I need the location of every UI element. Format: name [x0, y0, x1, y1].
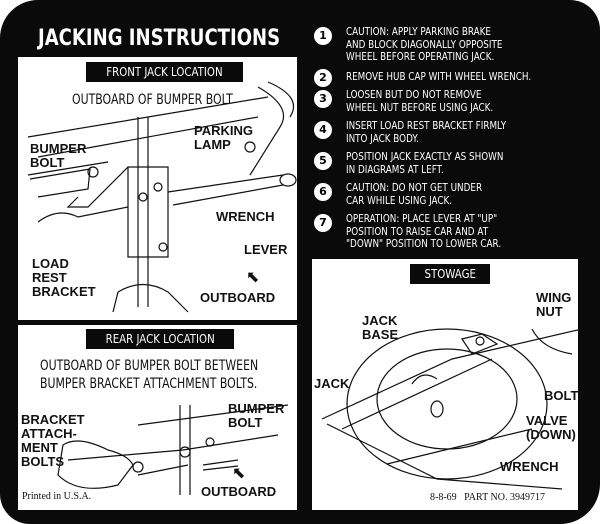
- step-text: LOOSEN BUT DO NOT REMOVE WHEEL NUT BEFOR…: [346, 88, 494, 114]
- rear-jack-panel: REAR JACK LOCATION OUTBOARD OF BUMPER BO…: [18, 325, 297, 510]
- front-jack-panel: FRONT JACK LOCATION OUTBOARD OF BUMPER B…: [18, 57, 297, 320]
- stowage-panel: STOWAGE WING NUT JACK BASE JACK BOLT VAL…: [312, 259, 578, 510]
- stowage-illustration: [321, 328, 578, 490]
- label-bracket-attachment-bolts: BRACKET ATTACH- MENT BOLTS: [21, 412, 85, 469]
- step-item: 5 POSITION JACK EXACTLY AS SHOWN IN DIAGR…: [314, 150, 594, 176]
- step-text: INSERT LOAD REST BRACKET FIRMLY INTO JAC…: [346, 119, 507, 145]
- rear-jack-illustration: [57, 404, 289, 495]
- step-number-badge: 4: [314, 121, 332, 139]
- step-text: CAUTION: APPLY PARKING BRAKE AND BLOCK D…: [346, 25, 503, 63]
- label-jack: JACK: [314, 376, 350, 391]
- step-number-badge: 2: [314, 68, 332, 87]
- step-item: 3 LOOSEN BUT DO NOT REMOVE WHEEL NUT BEFO…: [314, 88, 594, 114]
- step-item: 7 OPERATION: PLACE LEVER AT "UP" POSITION…: [314, 212, 594, 251]
- label-bolt: BOLT: [544, 388, 579, 403]
- step-text: CAUTION: DO NOT GET UNDER CAR WHILE USIN…: [346, 181, 483, 207]
- step-text: REMOVE HUB CAP WITH WHEEL WRENCH.: [346, 69, 532, 83]
- label-lever: LEVER: [244, 242, 288, 257]
- instruction-steps: 1 CAUTION: APPLY PARKING BRAKE AND BLOCK …: [314, 25, 594, 255]
- label-wrench: WRENCH: [500, 459, 559, 474]
- step-number-badge: 5: [314, 152, 332, 170]
- rear-jack-subheading-line2: BUMPER BRACKET ATTACHMENT BOLTS.: [40, 376, 258, 392]
- front-jack-illustration: [27, 81, 297, 313]
- outboard-arrow-icon: ⬉: [246, 269, 260, 286]
- part-number: 8-8-69 PART NO. 3949717: [430, 492, 545, 503]
- step-number-badge: 3: [314, 90, 332, 108]
- label-wrench: WRENCH: [216, 209, 275, 224]
- step-text: OPERATION: PLACE LEVER AT "UP" POSITION …: [346, 212, 502, 250]
- front-jack-subheading: OUTBOARD OF BUMPER BOLT: [72, 92, 233, 108]
- label-outboard: OUTBOARD: [201, 484, 277, 499]
- label-outboard: OUTBOARD: [200, 290, 276, 305]
- printed-in-usa: Printed in U.S.A.: [22, 491, 92, 502]
- step-number-badge: 7: [314, 214, 332, 232]
- decal-title: JACKING INSTRUCTIONS: [38, 26, 281, 51]
- rear-jack-heading: REAR JACK LOCATION: [86, 329, 235, 349]
- label-jack-base: JACK BASE: [362, 313, 399, 342]
- step-item: 4 INSERT LOAD REST BRACKET FIRMLY INTO JA…: [314, 119, 594, 145]
- label-load-rest-bracket: LOAD REST BRACKET: [32, 256, 96, 299]
- label-bumper-bolt: BUMPER BOLT: [30, 141, 87, 170]
- step-text: POSITION JACK EXACTLY AS SHOWN IN DIAGRA…: [346, 150, 504, 176]
- rear-jack-subheading-line1: OUTBOARD OF BUMPER BOLT BETWEEN: [40, 358, 259, 374]
- step-item: 1 CAUTION: APPLY PARKING BRAKE AND BLOCK …: [314, 25, 594, 64]
- front-jack-heading: FRONT JACK LOCATION: [86, 62, 243, 82]
- label-valve-down: VALVE (DOWN): [526, 413, 576, 442]
- label-bumper-bolt: BUMPER BOLT: [228, 401, 285, 430]
- label-wing-nut: WING NUT: [536, 290, 572, 319]
- stowage-heading: STOWAGE: [410, 264, 491, 284]
- step-number-badge: 6: [314, 183, 332, 201]
- outboard-arrow-icon: ⬉: [232, 465, 246, 482]
- step-item: 2 REMOVE HUB CAP WITH WHEEL WRENCH.: [314, 68, 594, 87]
- step-number-badge: 1: [314, 27, 332, 45]
- step-item: 6 CAUTION: DO NOT GET UNDER CAR WHILE USI…: [314, 181, 594, 207]
- label-parking-lamp: PARKING LAMP: [194, 123, 253, 152]
